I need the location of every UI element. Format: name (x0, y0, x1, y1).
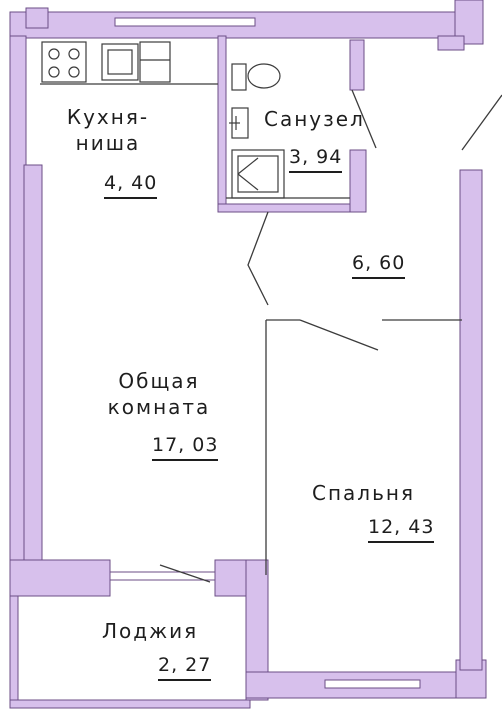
bedroom-name: Спальня (312, 480, 415, 506)
kitchen-name-line1: Кухня- (66, 105, 150, 129)
window-bedroom (324, 679, 421, 689)
wall-left-inner (23, 164, 43, 576)
wall-bath-stub (349, 39, 365, 91)
bedroom-area: 12, 43 (368, 516, 435, 543)
bedroom-area-underline (368, 541, 435, 543)
hall-area-value: 6, 60 (352, 252, 406, 274)
living-area: 17, 03 (152, 434, 219, 461)
bath-fixtures (229, 63, 285, 199)
sink-icon (101, 43, 139, 81)
stove-icon (41, 41, 87, 83)
fridge-icon (139, 41, 171, 83)
kitchen-name-line2: ниша (75, 131, 141, 155)
shower-icon (231, 149, 285, 199)
door-hall-entry (247, 211, 269, 306)
door-bathroom (351, 89, 377, 149)
kitchen-area: 4, 40 (104, 172, 158, 199)
wall-window-right-top (437, 35, 465, 51)
door-bedroom (299, 319, 379, 351)
bathroom-name: Санузел (264, 106, 365, 132)
door-entrance (461, 94, 502, 151)
living-name-line2: комната (107, 395, 211, 419)
wall-bath-bottom (217, 203, 367, 213)
wall-bath-left (217, 35, 227, 213)
loggia-area-underline (158, 679, 212, 681)
kitchen-area-value: 4, 40 (104, 172, 158, 194)
bathroom-area: 3, 94 (289, 146, 343, 173)
washbasin-icon (229, 107, 249, 139)
wall-loggia-bottom (9, 699, 251, 709)
kitchen-fixtures (41, 41, 171, 83)
bathroom-area-underline (289, 171, 343, 173)
living-name: Общая комната (92, 368, 226, 420)
living-area-value: 17, 03 (152, 434, 219, 456)
window-loggia (109, 571, 216, 581)
door-loggia (159, 564, 211, 583)
wall-corner-top-left (25, 7, 49, 29)
wall-partition-vertical (245, 559, 269, 701)
wall-living-bottom (9, 559, 111, 597)
loggia-name: Лоджия (102, 618, 198, 644)
wall-bath-right (349, 149, 367, 213)
toilet-icon (231, 63, 281, 91)
loggia-area: 2, 27 (158, 654, 212, 681)
window-top (114, 17, 256, 27)
hall-area-underline (352, 277, 406, 279)
loggia-area-value: 2, 27 (158, 654, 212, 676)
hall-area: 6, 60 (352, 252, 406, 279)
bedroom-area-value: 12, 43 (368, 516, 435, 538)
windows (109, 17, 421, 689)
bedroom-name-text: Спальня (312, 481, 415, 505)
kitchen-area-underline (104, 197, 158, 199)
loggia-name-text: Лоджия (102, 619, 199, 643)
doors (159, 89, 502, 583)
bathroom-area-value: 3, 94 (289, 146, 343, 168)
living-name-line1: Общая (118, 369, 200, 393)
wall-loggia-left (9, 595, 19, 709)
wall-right (459, 169, 483, 671)
walls (9, 0, 487, 709)
living-area-underline (152, 459, 219, 461)
kitchen-name: Кухня- ниша (50, 104, 166, 156)
bathroom-name-text: Санузел (264, 107, 365, 131)
